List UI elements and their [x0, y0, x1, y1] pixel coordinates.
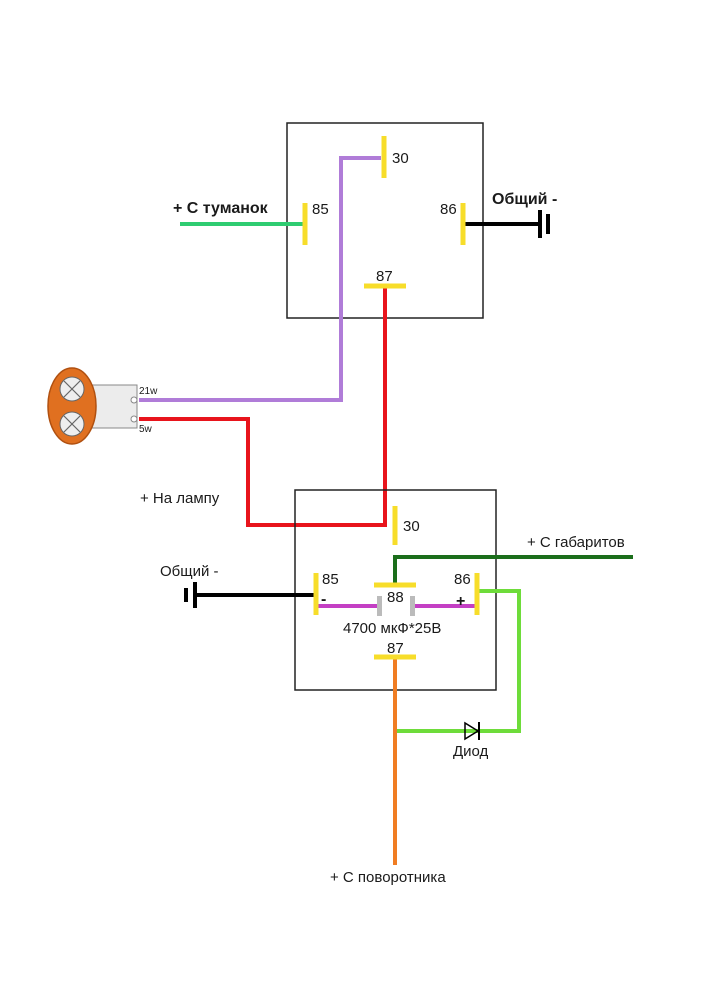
lamp-5w-label: 5w	[139, 424, 153, 435]
capacitor-label: 4700 мкФ*25В	[343, 620, 441, 637]
relay2-pin-30: 30	[403, 518, 420, 535]
bulb-icon	[47, 367, 138, 445]
wire-light-green-diode	[397, 589, 521, 733]
turn-signal-plus-label: + С поворотника	[330, 869, 446, 886]
relay1-pin-85: 85	[312, 201, 329, 218]
relay1-pin-86: 86	[440, 201, 457, 218]
diode-icon	[464, 721, 480, 741]
capacitor-icon	[377, 596, 415, 616]
to-lamp-label: + На лампу	[140, 490, 220, 507]
wire-red-lamp	[139, 287, 387, 527]
relay2-pin-87: 87	[387, 640, 404, 657]
capacitor-plus-sign: +	[456, 593, 465, 610]
relay1-pin-30: 30	[392, 150, 409, 167]
diode-label: Диод	[453, 743, 489, 760]
wire-purple-21w	[139, 156, 381, 402]
parking-plus-label: + С габаритов	[527, 534, 625, 551]
relay2-pin-85: 85	[322, 571, 339, 588]
common-minus-bottom-label: Общий -	[160, 563, 219, 580]
wire-parking-dark-green	[393, 555, 633, 585]
relay1-pin-87: 87	[376, 268, 393, 285]
fog-plus-label: + С туманок	[173, 200, 269, 217]
lamp-21w-label: 21w	[139, 386, 158, 397]
capacitor-minus-sign: -	[321, 591, 326, 608]
ground-icon	[184, 582, 197, 608]
common-minus-top-label: Общий -	[492, 191, 557, 208]
relay2-pin-86: 86	[454, 571, 471, 588]
ground-icon	[538, 210, 550, 238]
relay2-pin-88: 88	[387, 589, 404, 606]
